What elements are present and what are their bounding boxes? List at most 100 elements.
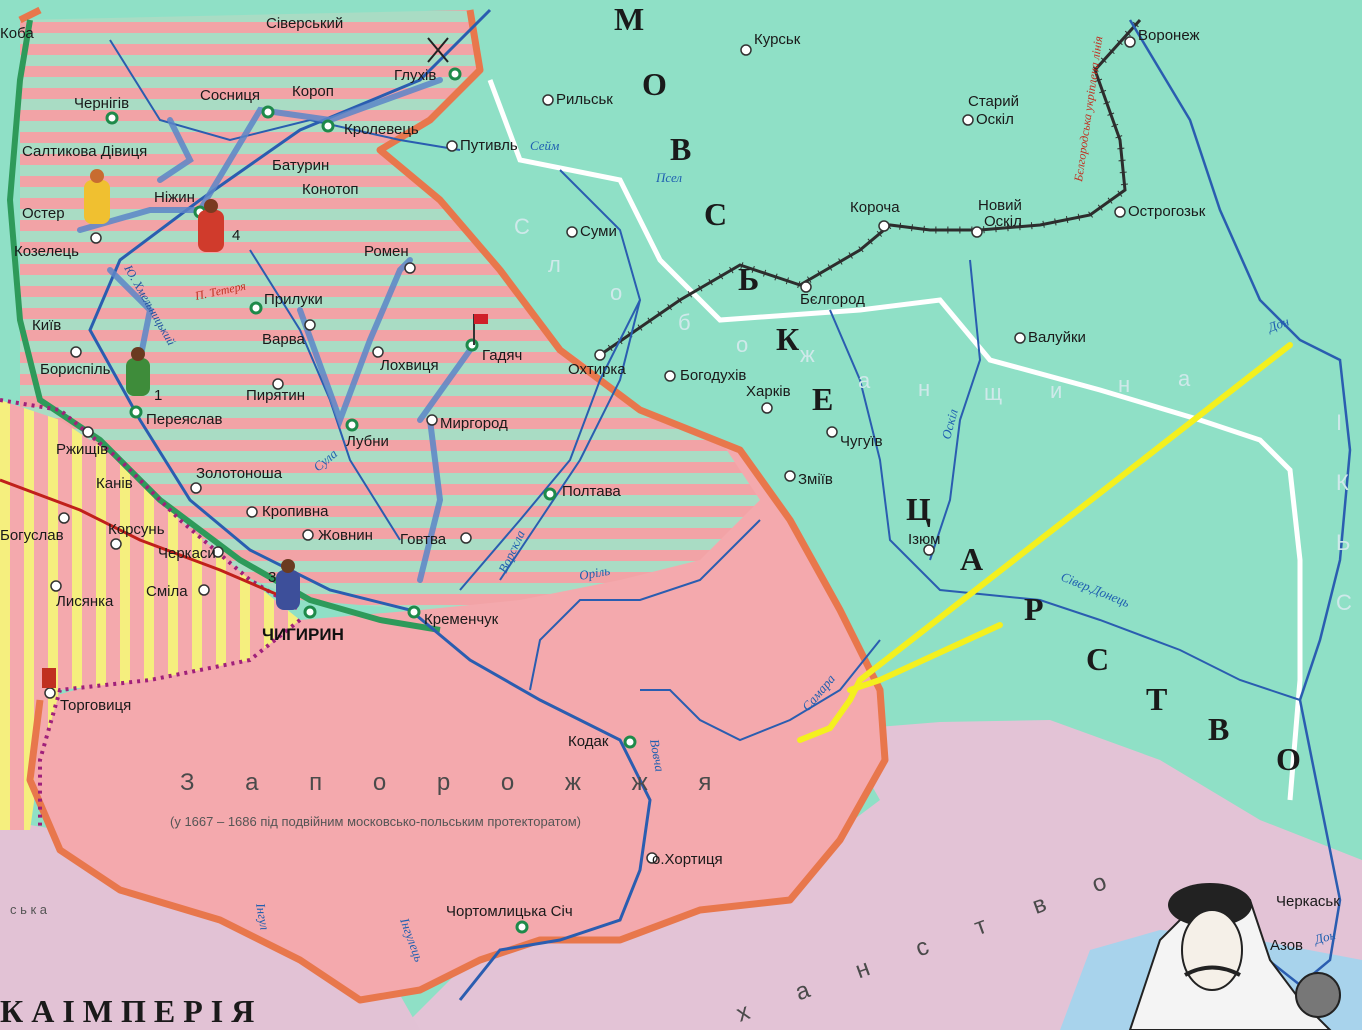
city-zmiiv: Зміїв <box>798 471 833 488</box>
vorskla-river <box>499 299 641 581</box>
region-letter: Т <box>1146 681 1167 717</box>
city-kharkiv: Харків <box>746 383 791 400</box>
don-river <box>1128 19 1352 987</box>
city-chortomlytska-sich: Чортомлицька Січ <box>446 903 573 920</box>
region-letter: С <box>514 214 540 239</box>
region-letter: І <box>1336 410 1352 435</box>
city-koba: Коба <box>0 25 34 42</box>
fortress-points <box>105 67 637 934</box>
city-okhtyrka: Охтирка <box>568 361 626 378</box>
region-letter: С <box>1336 590 1362 615</box>
city-chyhyryn: ЧИГИРИН <box>262 625 344 644</box>
region-ska: с ь к а <box>10 902 48 917</box>
city-sosnytsia: Сосниця <box>200 87 260 104</box>
city-pyriatyn: Пирятин <box>246 387 305 404</box>
region-letter: Ь <box>738 261 759 297</box>
river-oril: Оріль <box>578 563 611 583</box>
hetman-figure-oster <box>84 169 110 224</box>
region-donske-letters: І К Ь С <box>1336 410 1362 615</box>
city-khortytsia: о.Хортиця <box>652 851 723 868</box>
city-korocha: Короча <box>850 199 900 216</box>
city-staryi-oskil: Старий <box>968 93 1019 110</box>
red-route <box>0 478 291 602</box>
region-letter: а <box>858 368 880 393</box>
city-staryi-oskil-2: Оскіл <box>976 111 1014 128</box>
region-letter: К <box>776 321 799 357</box>
city-kremenchuk: Кременчук <box>424 611 499 628</box>
city-poltava: Полтава <box>562 483 621 500</box>
region-zaporozhzhia-note: (у 1667 – 1686 під подвійним московсько-… <box>170 814 581 829</box>
city-putyvl: Путивль <box>460 137 518 154</box>
region-imperiia: К А І М П Е Р І Я <box>0 993 254 1029</box>
region-letter: и <box>1050 378 1072 403</box>
city-bilhorod: Бєлгород <box>800 291 865 308</box>
city-kodak: Кодак <box>568 733 609 750</box>
city-saltykova-divytsia: Салтикова Дівиця <box>22 143 147 160</box>
city-krolevets: Кролевець <box>344 121 419 138</box>
region-letter: Ц <box>906 491 931 527</box>
city-romen: Ромен <box>364 243 409 260</box>
city-hlukhiv: Глухів <box>394 67 436 84</box>
hetman-figure-boryspil <box>126 347 150 396</box>
zaporozhzhia-area <box>30 150 885 1000</box>
city-konotop: Конотоп <box>302 181 359 198</box>
city-baturyn: Батурин <box>272 157 329 174</box>
region-letter: Р <box>1024 591 1044 627</box>
white-boundary <box>487 79 1303 801</box>
city-ostrohozk: Острогозьк <box>1128 203 1206 220</box>
city-pereiaslav: Переяслав <box>146 411 223 428</box>
city-chuhuiv: Чугуїв <box>840 433 883 450</box>
city-bohodukhiv: Богодухів <box>680 367 746 384</box>
region-letter: н <box>918 376 940 401</box>
city-labels: Курськ Воронеж Рильськ Старий Оскіл Пути… <box>0 15 1340 954</box>
city-pryluky: Прилуки <box>264 291 323 308</box>
flag-icon-torhovytsia <box>42 668 56 688</box>
region-letter: С <box>704 196 727 232</box>
city-cherkasy: Черкаси <box>158 545 216 562</box>
region-letter: В <box>1208 711 1229 747</box>
city-korsun: Корсунь <box>108 521 165 538</box>
region-letter: о <box>736 332 758 357</box>
region-letter: а <box>1178 366 1200 391</box>
empire-area <box>0 820 420 1030</box>
samara-river <box>640 639 881 742</box>
region-letter: О <box>642 66 667 102</box>
marker-1: 1 <box>154 387 162 404</box>
city-torhovytsia: Торговиця <box>60 697 131 714</box>
river-psel: Псел <box>655 170 682 185</box>
city-boryspil: Бориспіль <box>40 361 111 378</box>
region-letter: Ь <box>1336 530 1360 555</box>
marker-4: 4 <box>232 227 240 244</box>
city-varva: Варва <box>262 331 305 348</box>
psel-river <box>459 169 642 591</box>
region-letter: б <box>678 310 701 335</box>
city-izium: Ізюм <box>908 531 940 548</box>
city-hovtva: Говтва <box>400 531 447 548</box>
region-letter: ж <box>800 342 825 367</box>
hetman-figure-nizhyn <box>198 199 224 252</box>
region-letter: С <box>1086 641 1109 677</box>
crossed-sabers-icon <box>427 37 449 63</box>
city-oster: Остер <box>22 205 65 222</box>
city-zolotonosha: Золотоноша <box>196 465 283 482</box>
region-letter: щ <box>984 380 1012 405</box>
city-cherkask: Черкаськ <box>1276 893 1340 910</box>
region-letter: К <box>1336 470 1359 495</box>
city-kropyvna: Кропивна <box>262 503 329 520</box>
desna-river <box>109 39 461 151</box>
oskol-river <box>929 259 982 561</box>
city-lubni: Лубни <box>346 433 389 450</box>
flag-icon-hadiach <box>473 314 488 345</box>
dotted-border <box>0 398 302 830</box>
river-don: Дон <box>1264 313 1291 335</box>
region-letter: н <box>1118 372 1140 397</box>
region-letter: о <box>610 280 632 305</box>
region-letter: В <box>670 131 691 167</box>
city-kyiv: Київ <box>32 317 61 334</box>
river-vovcha: Вовча <box>647 738 668 773</box>
city-lokhvytsia: Лохвиця <box>380 357 439 374</box>
hetmanate-area <box>20 10 760 610</box>
river-seim: Сейм <box>530 138 559 153</box>
city-nizhyn: Ніжин <box>154 189 195 206</box>
